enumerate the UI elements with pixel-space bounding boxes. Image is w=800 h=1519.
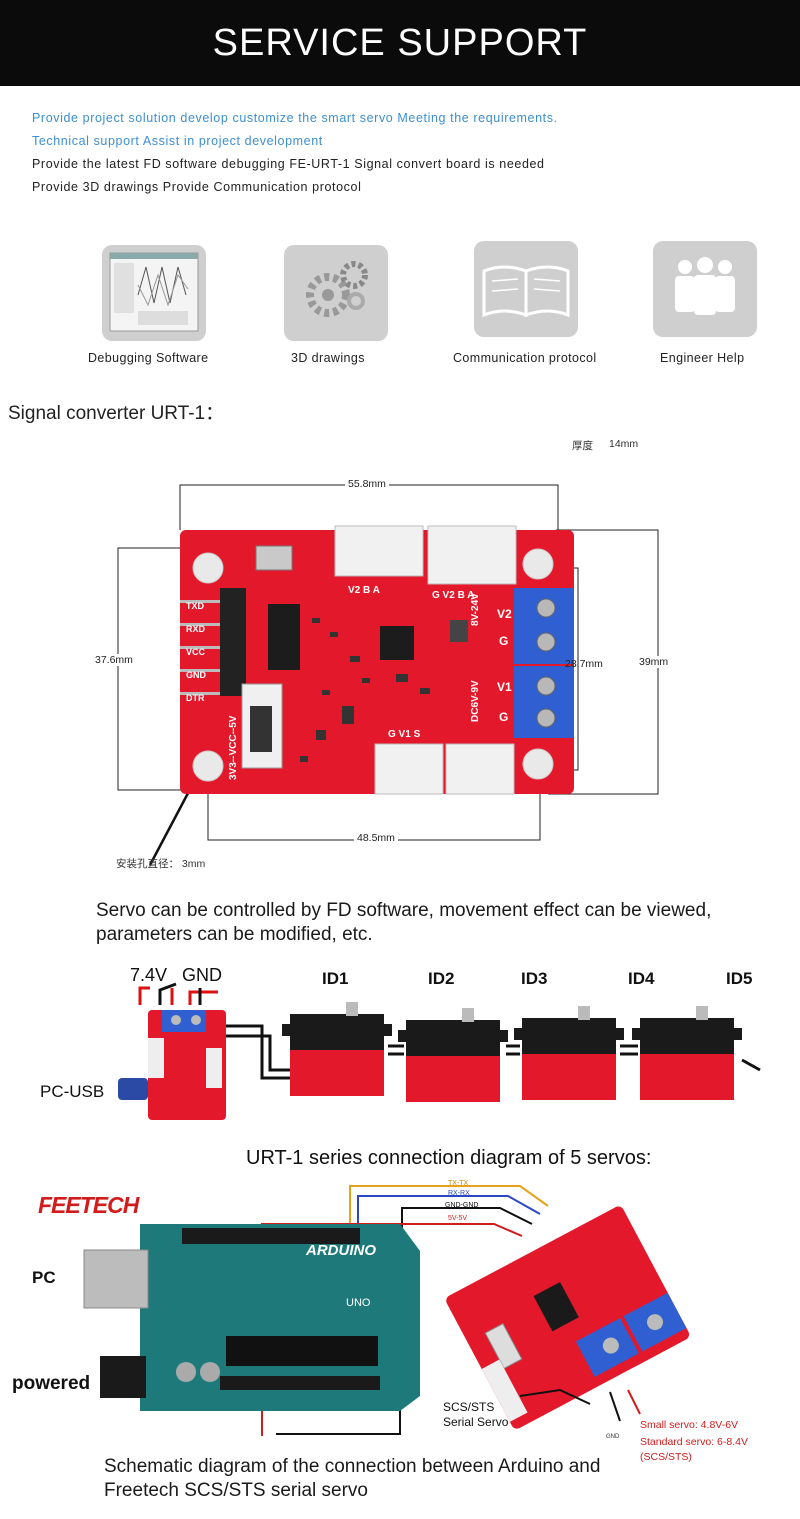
engineers-icon <box>675 257 735 315</box>
header-label-top-1: V2 B A <box>348 585 380 596</box>
pin-label-dtr: DTR <box>186 693 205 703</box>
tile-label-engineer-help: Engineer Help <box>660 351 745 365</box>
voltage-label-bottom: DC6V-9V <box>470 680 481 722</box>
tile-label-debugging-software: Debugging Software <box>88 351 209 365</box>
page-title: SERVICE SUPPORT <box>212 22 588 64</box>
hole-diameter-label: 安装孔直径： 3mm <box>116 858 206 870</box>
servo-id-2: ID2 <box>428 969 455 988</box>
pin-label-vcc: VCC <box>186 647 206 657</box>
communication-protocol-tile <box>474 241 578 337</box>
series-caption: URT-1 series connection diagram of 5 ser… <box>246 1147 652 1169</box>
standard-servo-voltage: Standard servo: 6-8.4V <box>640 1436 748 1448</box>
section-heading-converter: Signal converter URT-1： <box>8 403 225 424</box>
dimension-hole-spacing: 48.5mm <box>354 832 398 844</box>
servo-id-4: ID4 <box>628 969 655 988</box>
gears-icon <box>306 261 368 317</box>
dimension-width: 55.8mm <box>345 478 389 490</box>
servo-id3 <box>514 1006 624 1100</box>
arduino-logo-text: ARDUINO <box>306 1242 376 1259</box>
pin-label-rxd: RXD <box>186 624 206 634</box>
servo-id4 <box>632 1006 742 1100</box>
dimension-height-left: 37.6mm <box>92 654 136 666</box>
terminal-label-g2: G <box>499 710 509 724</box>
tile-label-3d-drawings: 3D drawings <box>291 351 365 365</box>
arduino-caption-line-1: Schematic diagram of the connection betw… <box>104 1456 601 1477</box>
small-servo-voltage: Small servo: 4.8V-6V <box>640 1419 739 1431</box>
tile-label-communication-protocol: Communication protocol <box>453 351 597 365</box>
dimension-height-terminal: 28.7mm <box>565 658 603 670</box>
terminal-label-v1: V1 <box>497 680 512 694</box>
top-connector-2 <box>427 525 517 585</box>
power-jack <box>100 1356 146 1398</box>
feetech-logo: FEETECH <box>38 1192 139 1218</box>
pin-header <box>220 588 246 696</box>
open-book-icon <box>482 265 570 318</box>
pin-label-txd: TXD <box>186 601 204 611</box>
converter-dimension-drawing <box>117 484 659 866</box>
pin-label-gnd: GND <box>186 670 206 680</box>
service-line-4: Provide 3D drawings Provide Communicatio… <box>32 180 362 194</box>
arduino-usb-port <box>83 1249 149 1309</box>
software-screenshot-icon <box>109 252 199 332</box>
servo-id-3: ID3 <box>521 969 548 988</box>
voltage-label-top: 8V-24V <box>470 593 481 626</box>
pc-usb-label: PC-USB <box>40 1082 105 1101</box>
service-line-1: Provide project solution develop customi… <box>32 111 558 125</box>
usb-port <box>255 545 293 571</box>
servo-id-5: ID5 <box>726 969 753 988</box>
wire-label-5v: 5V-5V <box>448 1215 468 1222</box>
series-connection-diagram <box>118 982 761 1120</box>
arduino-caption-line-2: Freetech SCS/STS serial servo <box>104 1480 368 1501</box>
gnd-label: GND <box>606 1434 620 1440</box>
switch-label: 3V3--VCC--5V <box>228 715 239 780</box>
terminal-label-g1: G <box>499 634 509 648</box>
series-converter-board <box>148 1010 226 1120</box>
thickness-label: 厚度 <box>572 440 593 452</box>
powered-label: powered <box>12 1373 91 1394</box>
servo-id-1: ID1 <box>322 969 349 988</box>
usb-plug <box>118 1078 148 1100</box>
3d-drawings-tile <box>284 245 388 341</box>
bottom-header-label: G V1 S <box>388 729 421 740</box>
thickness-value: 14mm <box>609 438 639 450</box>
terminal-label-v2: V2 <box>497 607 512 621</box>
header-banner: SERVICE SUPPORT <box>0 0 800 86</box>
power-voltage-label: 7.4V <box>130 965 168 985</box>
servo-id1 <box>282 1002 392 1096</box>
header-label-top-2: G V2 B A <box>432 590 475 601</box>
serial-servo-label-1: SCS/STS <box>443 1400 495 1414</box>
debugging-software-tile <box>102 245 206 341</box>
wire-label-tx: TX-TX <box>448 1180 469 1187</box>
serial-servo-label-2: Serial Servo <box>443 1415 509 1429</box>
arduino-uno-text: UNO <box>346 1297 371 1309</box>
arduino-connection-diagram <box>83 1185 690 1436</box>
arduino-converter-board <box>446 1206 690 1429</box>
top-connector-1 <box>334 525 424 577</box>
service-line-2: Technical support Assist in project deve… <box>32 134 323 148</box>
fd-software-text: Servo can be controlled by FD software, … <box>96 900 712 945</box>
wire-label-gnd: GND-GND <box>445 1202 479 1209</box>
scs-sts-label: (SCS/STS) <box>640 1451 692 1463</box>
power-gnd-label: GND <box>182 965 222 985</box>
pc-label: PC <box>32 1268 56 1287</box>
dimension-height-right: 39mm <box>636 656 672 668</box>
wire-label-rx: RX-RX <box>448 1190 470 1197</box>
service-line-3: Provide the latest FD software debugging… <box>32 157 545 171</box>
engineer-help-tile <box>653 241 757 337</box>
servo-id2 <box>398 1008 508 1102</box>
